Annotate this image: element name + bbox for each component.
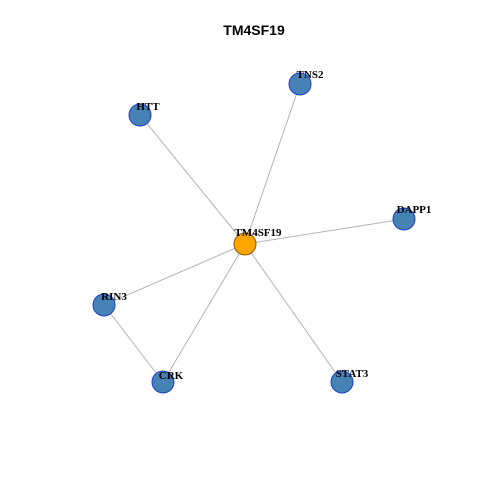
node-label-rin3: RIN3 — [101, 291, 127, 303]
node-label-dapp1: DAPP1 — [397, 204, 432, 216]
node-htt — [128, 103, 152, 127]
node-label-tns2: TNS2 — [297, 69, 324, 81]
graph-title: TM4SF19 — [223, 22, 285, 38]
node-stat3 — [330, 370, 354, 394]
node-label-tm4sf19: TM4SF19 — [234, 227, 282, 239]
edge-tm4sf19-tns2 — [244, 83, 301, 245]
node-label-htt: HTT — [136, 101, 160, 113]
edge-tm4sf19-stat3 — [244, 243, 343, 383]
node-label-stat3: STAT3 — [336, 368, 369, 380]
edge-tm4sf19-dapp1 — [244, 218, 405, 245]
edge-tm4sf19-htt — [139, 114, 246, 245]
node-rin3 — [92, 293, 116, 317]
edge-rin3-crk — [103, 304, 164, 383]
node-label-crk: CRK — [159, 370, 184, 382]
node-tns2 — [288, 72, 312, 96]
node-layer — [92, 72, 416, 394]
node-tm4sf19 — [233, 232, 257, 256]
edge-tm4sf19-crk — [162, 243, 246, 383]
edge-tm4sf19-rin3 — [103, 243, 246, 306]
node-dapp1 — [392, 207, 416, 231]
edge-layer — [103, 83, 405, 383]
node-crk — [151, 370, 175, 394]
